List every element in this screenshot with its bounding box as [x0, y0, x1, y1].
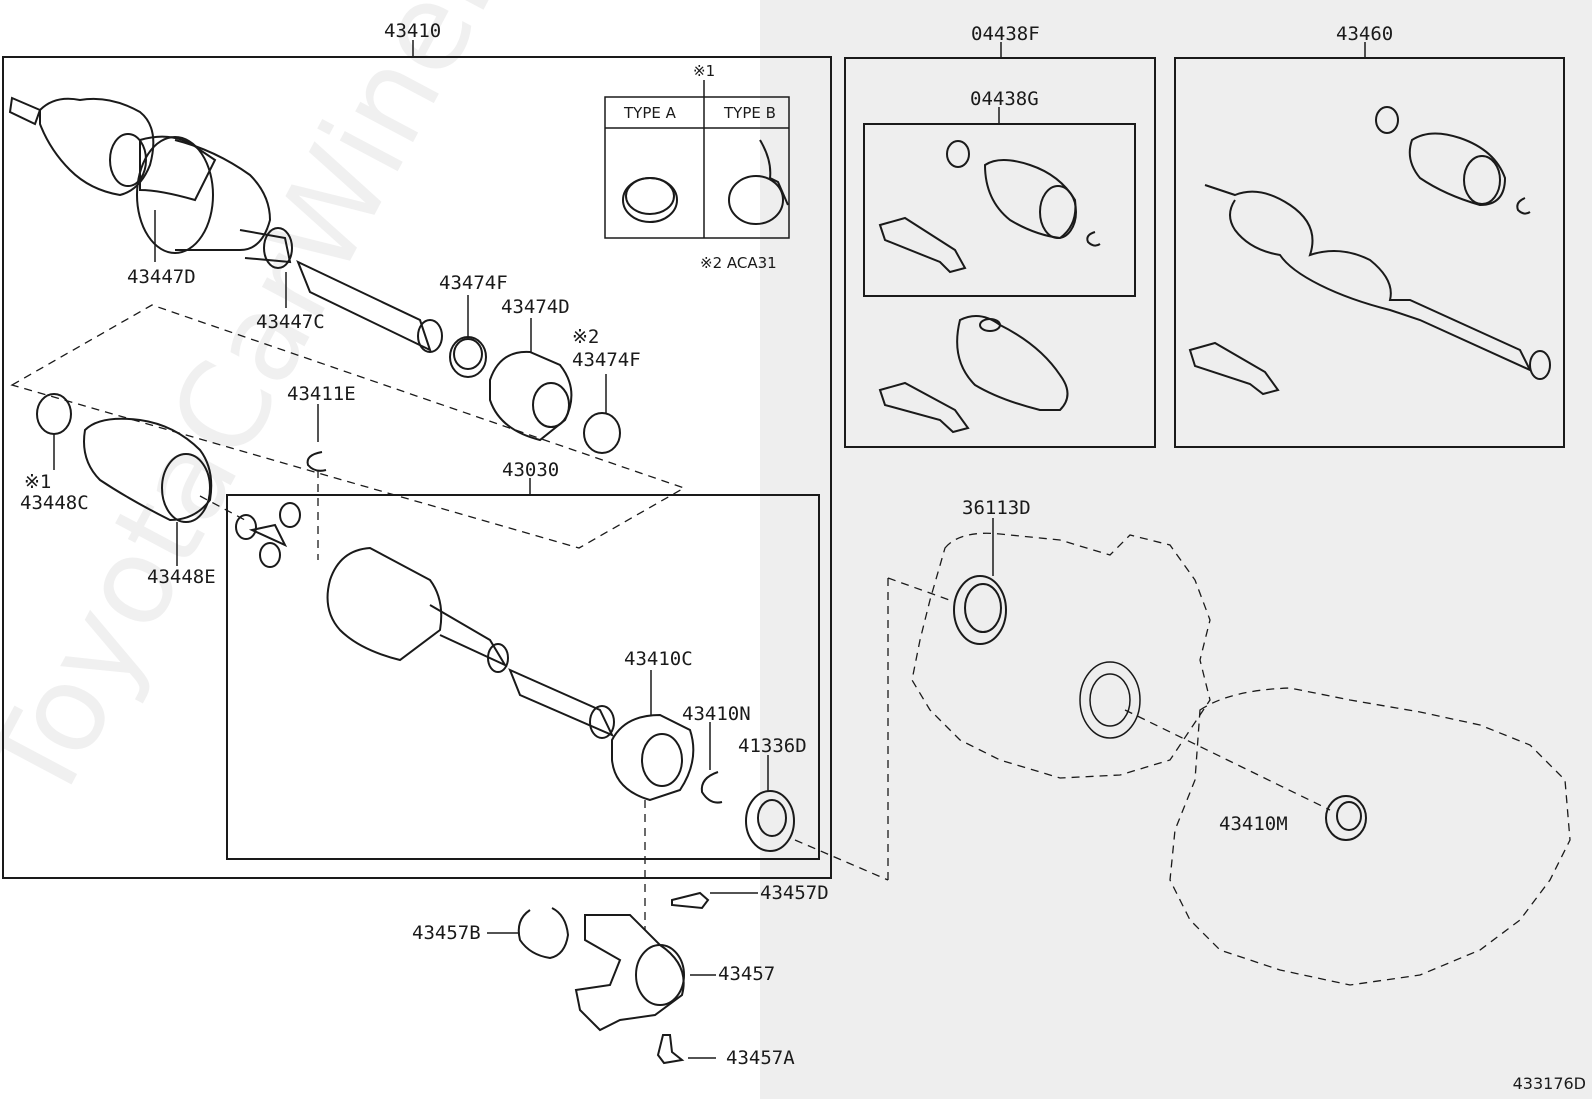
- kit-outer-boot-drawing: [956, 315, 1069, 411]
- label-43447c: 43447C: [256, 311, 325, 333]
- right-kit-boot-drawing: [1408, 132, 1507, 207]
- type-b-clamp-icon: [728, 175, 784, 225]
- outer-boot-kit-frame: [844, 57, 1156, 448]
- dust-cover-drawing: [745, 790, 795, 852]
- kit-grease-drawing: [878, 216, 967, 274]
- label-43457a: 43457A: [726, 1047, 795, 1069]
- main-assembly-frame: [2, 56, 832, 879]
- right-shaft-frame: [1174, 57, 1565, 448]
- drawing-number: 433176D: [1512, 1074, 1586, 1093]
- label-36113d: 36113D: [962, 497, 1031, 519]
- label-43410: 43410: [384, 20, 442, 42]
- damper-drawing: [489, 350, 573, 442]
- label-43448e: 43448E: [147, 566, 216, 588]
- label-43457: 43457: [718, 963, 776, 985]
- inner-boot-drawing: [83, 417, 213, 522]
- label-43457b: 43457B: [412, 922, 481, 944]
- label-43411e: 43411E: [287, 383, 356, 405]
- label-43447d: 43447D: [127, 266, 196, 288]
- label-43410n: 43410N: [682, 703, 751, 725]
- drive-shaft-drawing: [8, 96, 443, 353]
- label-41336d: 41336D: [738, 735, 807, 757]
- kit-clamp-drawing: [946, 140, 970, 168]
- bearing-43410m-drawing: [1325, 795, 1367, 841]
- label-43457d: 43457D: [760, 882, 829, 904]
- label-43448c: 43448C: [20, 492, 89, 514]
- label-43474f-2: 43474F: [572, 349, 641, 371]
- inner-clamp-drawing: [36, 393, 72, 435]
- label-note2: ※2: [572, 326, 600, 348]
- label-43410c: 43410C: [624, 648, 693, 670]
- bracket-43457-drawing: [574, 914, 685, 1032]
- kit-boot-drawing: [983, 159, 1077, 240]
- label-43410m: 43410M: [1219, 813, 1288, 835]
- tripod-drawing: [235, 502, 301, 568]
- label-43460: 43460: [1336, 23, 1394, 45]
- inner-joint-frame: [226, 494, 820, 860]
- clamp-type-table: [604, 96, 790, 239]
- label-note1-left: ※1: [24, 471, 52, 493]
- label-04438f: 04438F: [971, 23, 1040, 45]
- label-43474f: 43474F: [439, 272, 508, 294]
- kit-grease-2-drawing: [878, 381, 970, 434]
- clamp-43474f-drawing: [449, 336, 487, 378]
- oil-seal-drawing: [953, 575, 1007, 645]
- transmission-outline: [1169, 687, 1571, 986]
- snap-ring-43410n-drawing: [700, 771, 723, 804]
- right-shaft-drawing: [1204, 184, 1533, 373]
- label-43474d: 43474D: [501, 296, 570, 318]
- bolt-43457d-drawing: [671, 891, 710, 910]
- transaxle-case-outline: [911, 532, 1211, 779]
- label-43030: 43030: [502, 459, 560, 481]
- joint-housing-drawing: [326, 546, 443, 662]
- label-note1-top: ※1: [693, 62, 716, 80]
- label-aca31-note: ※2 ACA31: [700, 254, 777, 272]
- bearing-43410c-drawing: [611, 713, 695, 802]
- right-grease-drawing: [1188, 341, 1280, 396]
- label-04438g: 04438G: [970, 88, 1039, 110]
- bolt-43457a-drawing: [656, 1034, 685, 1065]
- right-kit-clamp-drawing: [1375, 106, 1399, 134]
- label-type-b: TYPE B: [724, 104, 776, 122]
- snap-ring-43411e-drawing: [306, 451, 327, 472]
- clip-43457b-drawing: [517, 907, 570, 960]
- dashed-boundary: [10, 304, 686, 549]
- label-type-a: TYPE A: [624, 104, 676, 122]
- clamp-43474f-2-drawing: [583, 412, 621, 454]
